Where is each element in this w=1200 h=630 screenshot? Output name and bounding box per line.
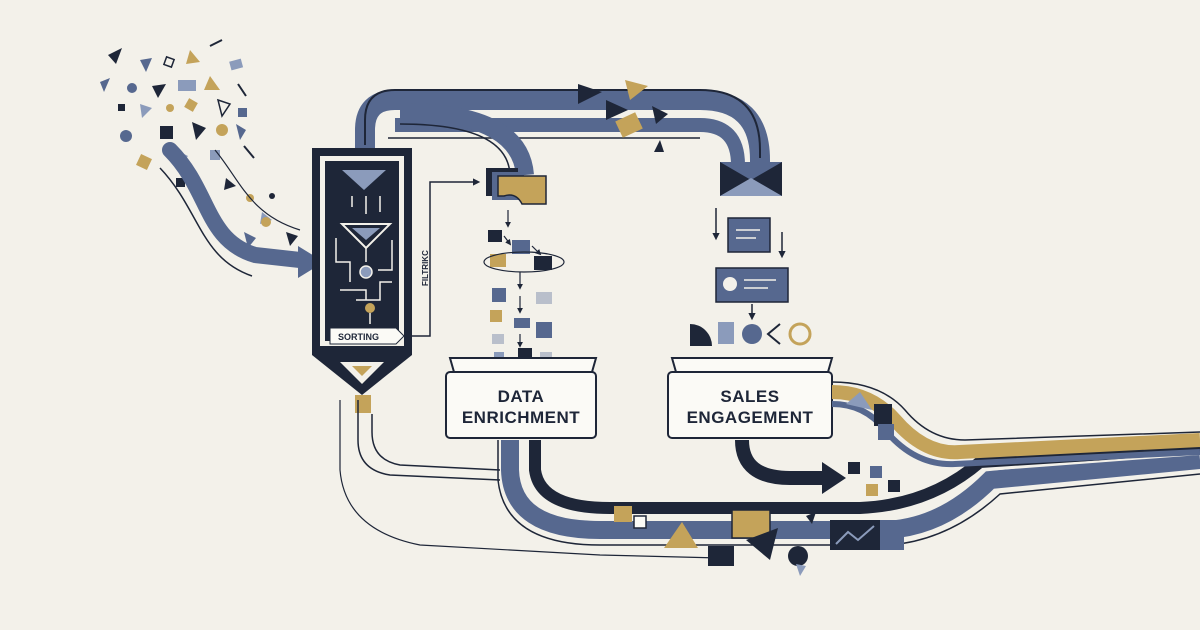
intake-hopper <box>720 162 782 196</box>
machine-output-connector <box>404 178 481 337</box>
pipe-data-shapes <box>578 80 668 152</box>
data-enrichment-title-line2: ENRICHMENT <box>462 408 580 427</box>
chart-card-icon <box>830 520 880 550</box>
sorting-machine: SORTING <box>312 148 412 413</box>
gold-pipe-shapes <box>846 392 894 440</box>
sales-engagement-stage: SALES ENGAGEMENT <box>667 357 834 439</box>
bottom-pipe-shapes <box>614 506 904 576</box>
engagement-data-flow <box>690 208 812 346</box>
document-icon <box>727 217 771 253</box>
enrichment-data-flow <box>483 210 565 362</box>
filtering-label: FILTRIKC <box>421 250 430 286</box>
intake-arrow-icon <box>298 246 324 278</box>
data-enrichment-title-line1: DATA <box>498 387 545 406</box>
funnel-icon <box>342 170 386 190</box>
raw-data-scatter <box>100 39 298 248</box>
data-enrichment-stage: DATA ENRICHMENT <box>445 357 598 439</box>
engagement-output-arrow <box>735 439 826 485</box>
sorting-label: SORTING <box>338 332 379 342</box>
intake-stream <box>162 142 308 268</box>
engagement-output-arrowhead-icon <box>822 462 846 494</box>
sales-engagement-title-line2: ENGAGEMENT <box>687 408 814 427</box>
top-pipe-loop <box>355 89 770 177</box>
sales-engagement-title-line1: SALES <box>720 387 779 406</box>
incoming-data-cards <box>486 168 547 205</box>
output-data-blocks <box>848 462 900 496</box>
